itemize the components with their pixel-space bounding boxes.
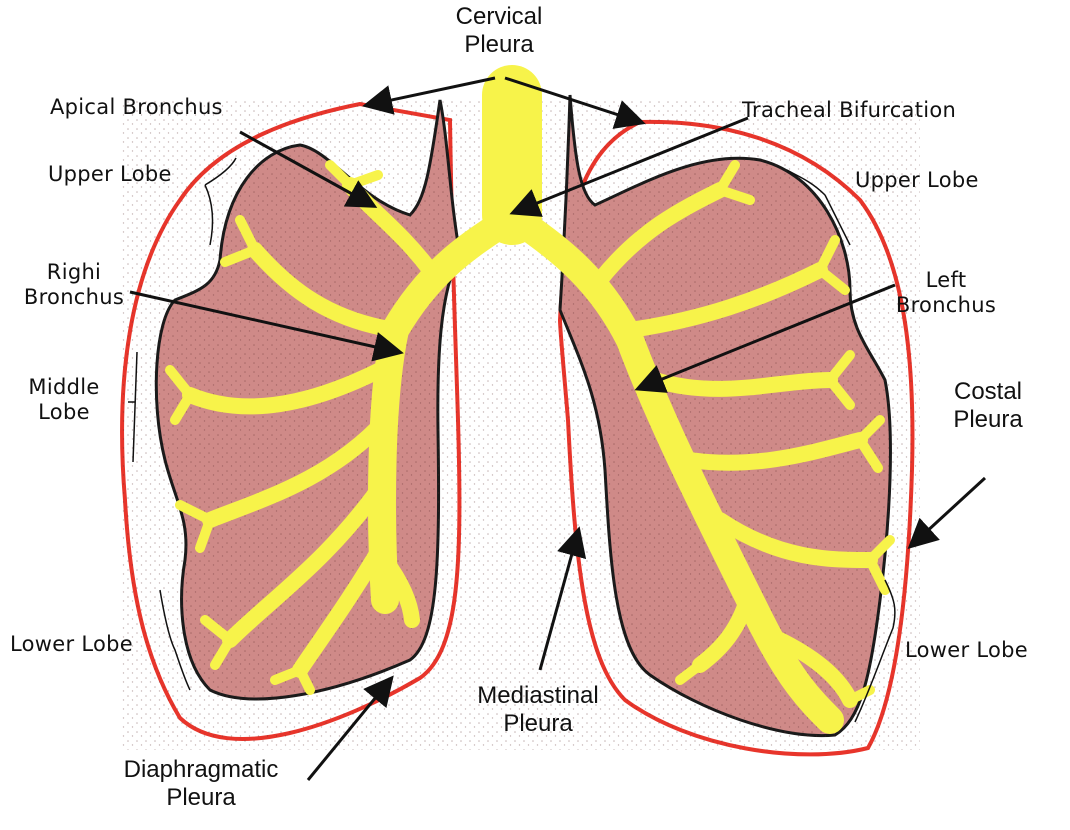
arrow-diaphragmatic-pleura: [306, 675, 394, 781]
arrow-cervical-left: [362, 76, 496, 115]
label-upper-lobe-right: Upper Lobe: [48, 162, 172, 186]
arrow-mediastinal-pleura: [538, 526, 587, 671]
arrow-tracheal-bifurcation: [509, 116, 749, 217]
label-diaphragmatic-pleura: Diaphragmatic Pleura: [123, 756, 279, 812]
label-middle-lobe: Middle Lobe: [28, 375, 100, 424]
label-lower-lobe-right: Lower Lobe: [10, 632, 134, 656]
arrow-costal-pleura: [907, 476, 987, 550]
lobe-brackets: [128, 157, 896, 723]
label-tracheal-bifurcation: Tracheal Bifurcation: [742, 98, 957, 122]
label-upper-lobe-left: Upper Lobe: [855, 168, 979, 192]
annotation-arrows: [129, 76, 987, 781]
label-cervical-pleura: Cervical Pleura: [455, 3, 543, 59]
label-lower-lobe-left: Lower Lobe: [905, 638, 1029, 662]
label-costal-pleura: Costal Pleura: [953, 378, 1023, 434]
arrow-right-bronchus: [129, 290, 404, 362]
arrow-cervical-right: [504, 76, 646, 129]
label-right-bronchus: Righi Bronchus: [23, 260, 125, 309]
label-mediastinal-pleura: Mediastinal Pleura: [477, 682, 599, 738]
label-left-bronchus: Left Bronchus: [895, 268, 997, 317]
arrow-apical-bronchus: [239, 130, 378, 208]
label-apical-bronchus: Apical Bronchus: [50, 95, 223, 119]
arrow-left-bronchus: [634, 283, 896, 393]
